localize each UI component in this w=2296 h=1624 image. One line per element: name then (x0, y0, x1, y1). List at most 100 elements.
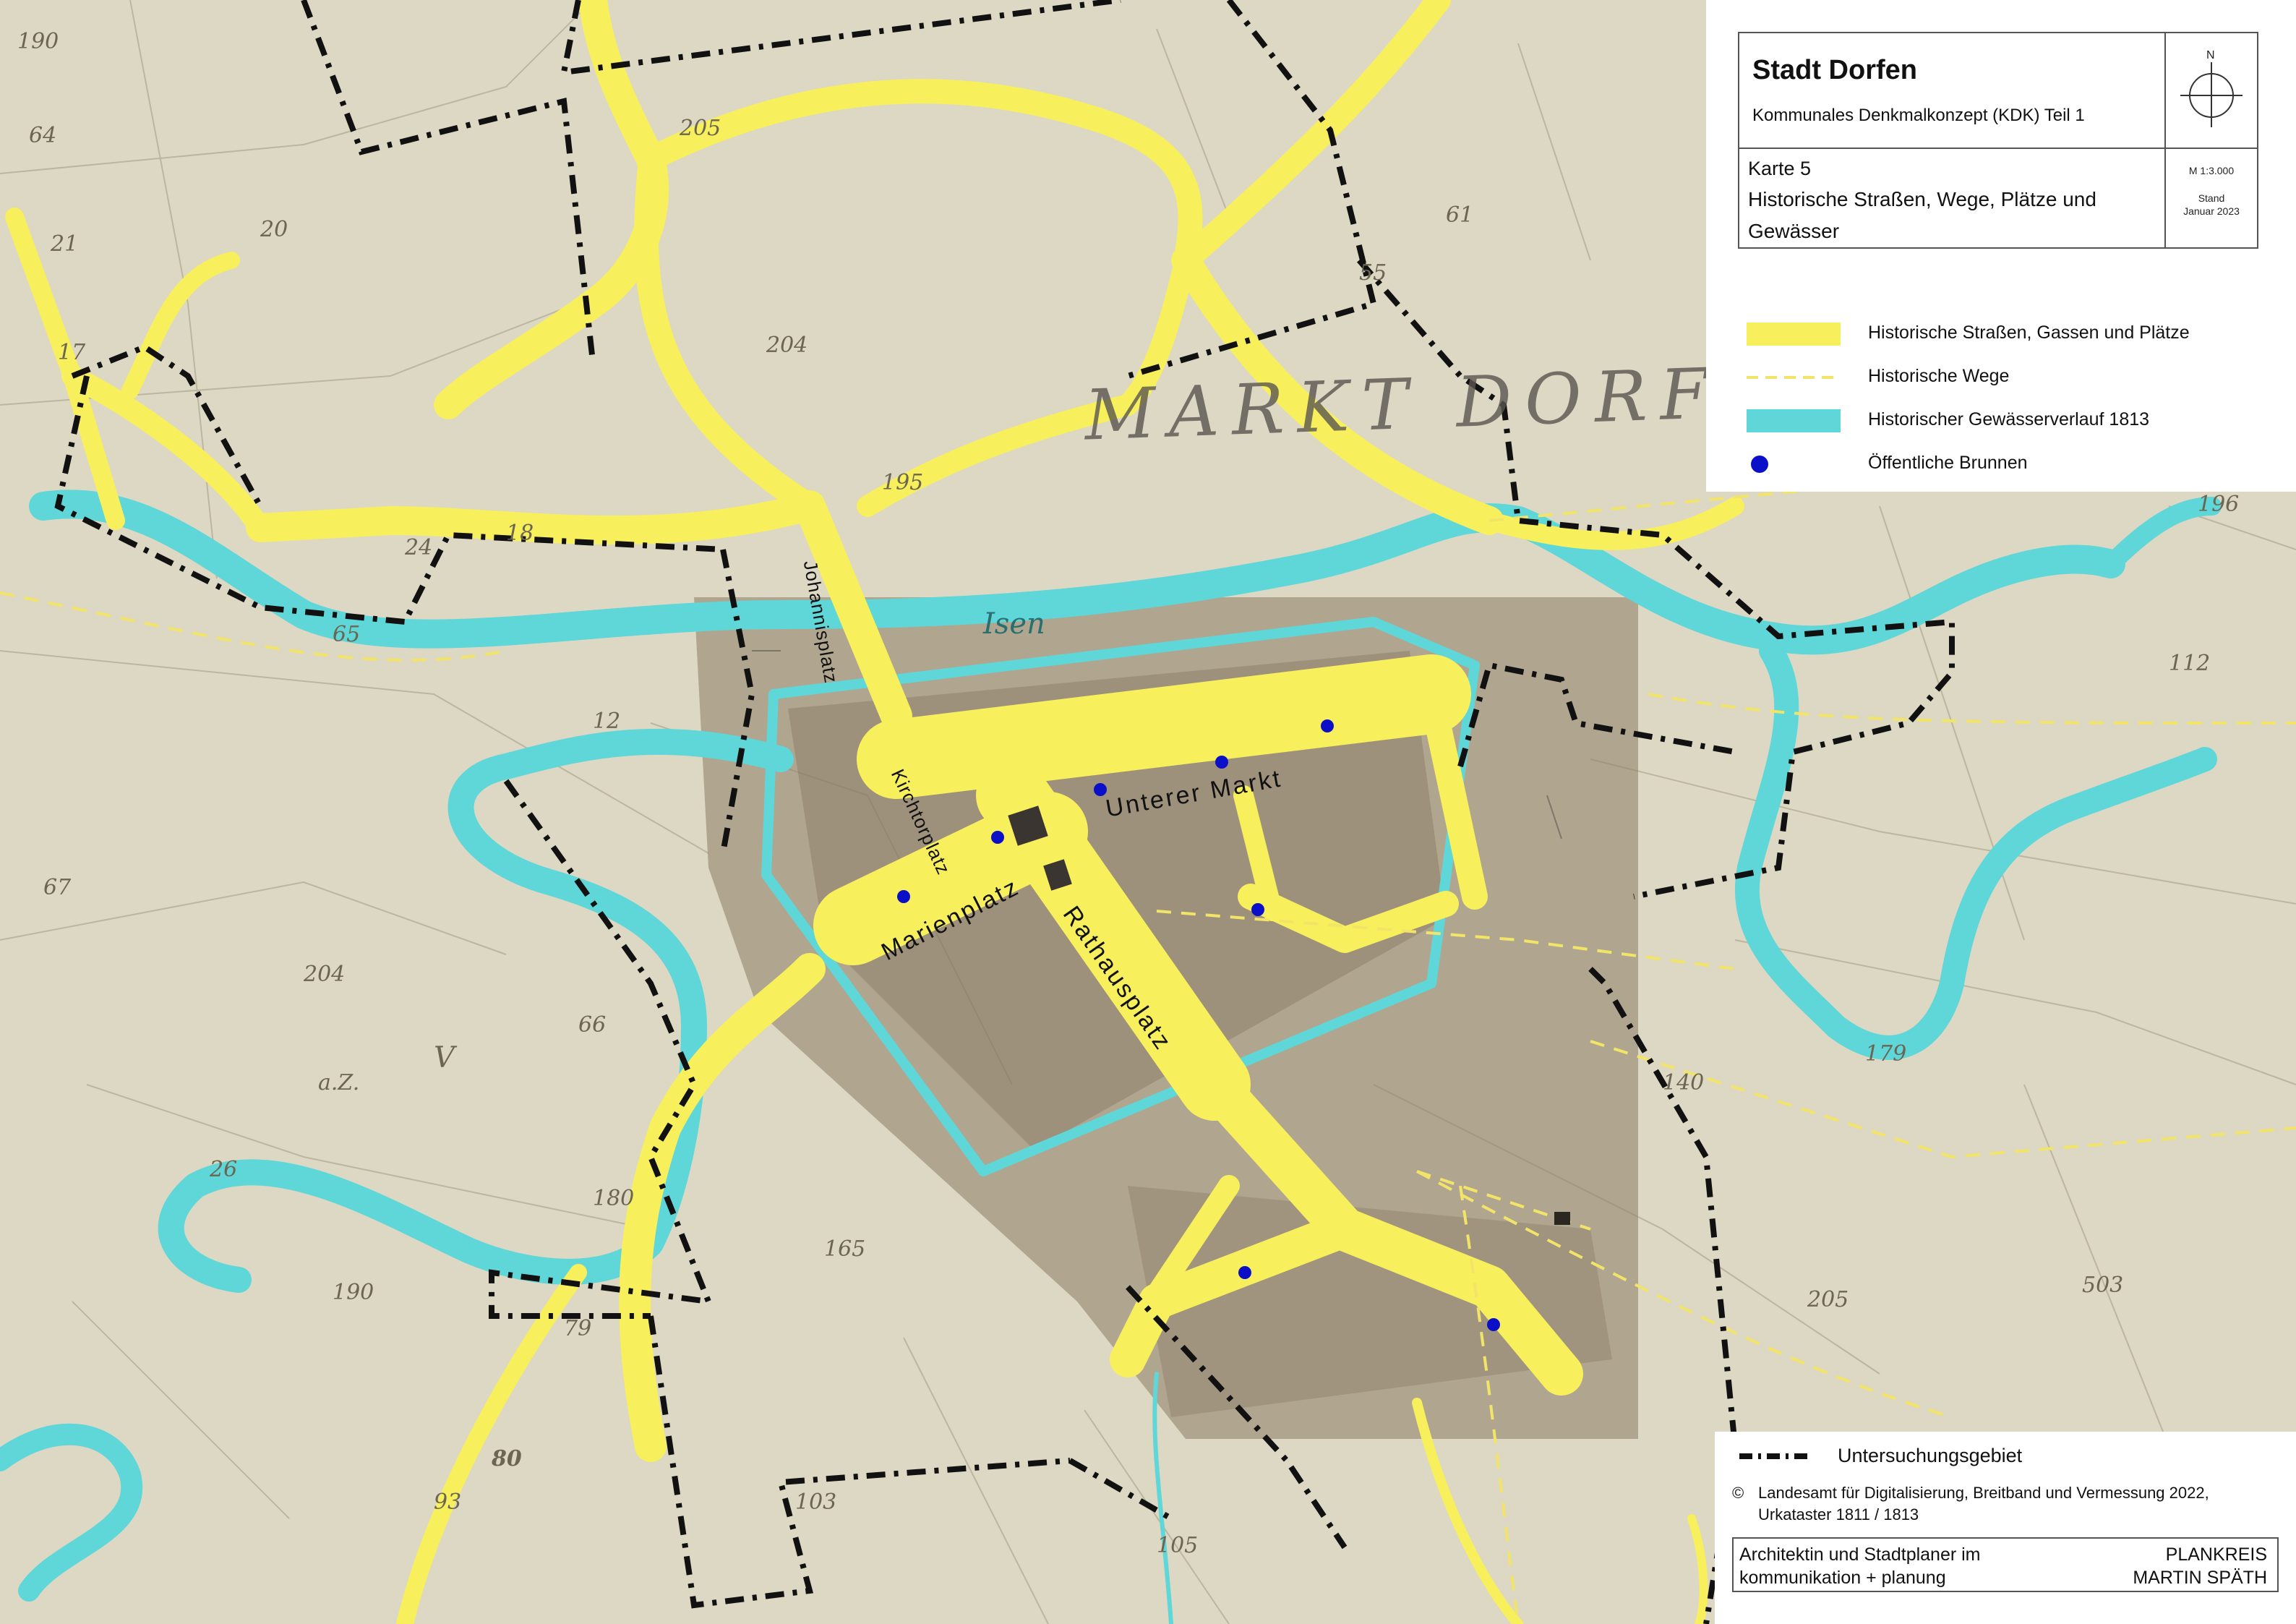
parcel-number: 64 (29, 123, 57, 148)
parcel-number: 105 (1157, 1533, 1199, 1558)
river-label: Isen (983, 607, 1045, 641)
south-west-creek (0, 1423, 143, 1602)
north-arrow-icon (2180, 62, 2243, 127)
parcel-number: 204 (766, 333, 808, 358)
parcel-number: 20 (260, 217, 288, 242)
parcel-number: 196 (2198, 492, 2240, 517)
isen-loop-east (1734, 638, 2217, 1060)
cyan-fill-swatch-icon (1747, 409, 1841, 432)
parcel-number: 65 (333, 622, 361, 647)
millrace (1152, 1372, 1173, 1624)
fountain-dot (1321, 719, 1334, 732)
map-grid-marks (752, 650, 1562, 839)
footer-box: Architektin und Stadtplaner im kommunika… (1732, 1537, 2279, 1592)
historic-streets (5, 0, 1744, 1624)
dashed-line-swatch-icon (1747, 376, 1841, 379)
parcel-number: 18 (506, 521, 534, 546)
legend-label: Öffentliche Brunnen (1868, 453, 2028, 473)
footer-left: Architektin und Stadtplaner im kommunika… (1739, 1543, 1981, 1589)
parcel-number: 21 (51, 231, 79, 257)
map-number: Karte 5 (1748, 158, 1812, 179)
copyright-icon: © (1732, 1484, 1744, 1502)
title-block: Stadt Dorfen Kommunales Denkmalkonzept (… (1738, 32, 2258, 249)
parcel-number: 180 (593, 1186, 635, 1211)
parcel-number: 190 (17, 29, 59, 54)
legend-label: Untersuchungsgebiet (1838, 1445, 2023, 1466)
parcel-number: 67 (43, 875, 72, 900)
legend-label: Historischer Gewässerverlauf 1813 (1868, 409, 2150, 429)
footer-right-line: MARTIN SPÄTH (2133, 1568, 2267, 1588)
parcel-number: 66 (578, 1012, 607, 1038)
parcel-number: 79 (564, 1316, 592, 1341)
footer-right: PLANKREIS MARTIN SPÄTH (2133, 1543, 2267, 1589)
legend-item-fountains: Öffentliche Brunnen (1747, 450, 2282, 479)
north-label: N (2206, 49, 2215, 61)
parcel-number: 195 (882, 470, 924, 495)
footer-right-line: PLANKREIS (2165, 1544, 2267, 1565)
stand-label: Stand (2198, 192, 2225, 204)
parcel-number: 61 (1446, 202, 1474, 228)
fountain-dot (991, 831, 1004, 844)
scale-box: M 1:3.000 Stand Januar 2023 (2166, 149, 2257, 249)
parcel-number: 17 (58, 340, 86, 365)
parcel-number: 190 (333, 1280, 374, 1305)
bottom-info-box: Untersuchungsgebiet © Landesamt für Digi… (1715, 1432, 2296, 1624)
south-building (1554, 1212, 1570, 1225)
parcel-number: 204 (304, 962, 346, 987)
parcel-number: 140 (1663, 1070, 1705, 1095)
legend-label: Historische Straßen, Gassen und Plätze (1868, 322, 2190, 343)
fountain-dot (897, 890, 910, 903)
legend-label: Historische Wege (1868, 366, 2010, 386)
scale-text: M 1:3.000 (2188, 165, 2235, 176)
fountain-dot (1251, 903, 1264, 916)
fountain-dot (1215, 756, 1228, 769)
moat (761, 617, 1480, 1176)
parcel-number: 112 (2169, 651, 2211, 676)
parcel-number: V (434, 1041, 455, 1074)
footer-left-line: kommunikation + planung (1739, 1568, 1946, 1588)
fountain-dot (1487, 1318, 1500, 1331)
parcel-number: 26 (210, 1157, 238, 1182)
parcel-number: 24 (405, 535, 433, 560)
credit-text: Landesamt für Digitalisierung, Breitband… (1758, 1484, 2209, 1523)
city-name: Stadt Dorfen (1752, 55, 1917, 85)
title-main: Stadt Dorfen Kommunales Denkmalkonzept (… (1739, 33, 2166, 149)
public-fountains (897, 719, 1500, 1331)
dash-dot-line-swatch-icon (1739, 1453, 1812, 1459)
study-area-boundary (54, 0, 1955, 1624)
church-building (1008, 805, 1048, 846)
parcel-number: 165 (824, 1236, 866, 1262)
parcel-number: 80 (492, 1446, 522, 1471)
parcel-number: 205 (680, 116, 721, 141)
parcel-number: 55 (1359, 260, 1387, 286)
parcel-number: 503 (2082, 1273, 2124, 1298)
legend-item-streets: Historische Straßen, Gassen und Plätze (1747, 320, 2282, 349)
parcel-number: 12 (593, 709, 621, 734)
fountain-dot (1094, 783, 1107, 796)
north-arrow-box: N (2166, 33, 2257, 149)
footer-left-line: Architektin und Stadtplaner im (1739, 1544, 1981, 1565)
stand-date: Januar 2023 (2183, 205, 2240, 217)
legend-item-study-area: Untersuchungsgebiet (1739, 1442, 2274, 1471)
unterer-markt-street (857, 654, 1471, 799)
project-subtitle: Kommunales Denkmalkonzept (KDK) Teil 1 (1752, 106, 2085, 125)
parcel-number: 205 (1807, 1287, 1849, 1312)
legend-item-water: Historischer Gewässerverlauf 1813 (1747, 406, 2282, 435)
north-branch (2102, 497, 2222, 573)
blue-dot-icon (1751, 456, 1768, 473)
parcel-number: 103 (795, 1490, 837, 1515)
legend-item-paths: Historische Wege (1747, 363, 2282, 392)
south-blocks (1128, 1186, 1612, 1417)
parcel-number: 179 (1865, 1041, 1907, 1067)
parcel-number: a.Z. (318, 1070, 360, 1095)
town-hall-building (1043, 859, 1072, 891)
rathausplatz-street (976, 759, 1251, 1121)
yellow-fill-swatch-icon (1747, 322, 1841, 346)
fountain-dot (1238, 1266, 1251, 1279)
parcel-number: 93 (434, 1490, 462, 1515)
map-title: Historische Straßen, Wege, Plätze und Ge… (1748, 188, 2096, 242)
legend: Historische Straßen, Gassen und Plätze H… (1706, 304, 2296, 492)
map-info: Karte 5 Historische Straßen, Wege, Plätz… (1739, 149, 2166, 249)
